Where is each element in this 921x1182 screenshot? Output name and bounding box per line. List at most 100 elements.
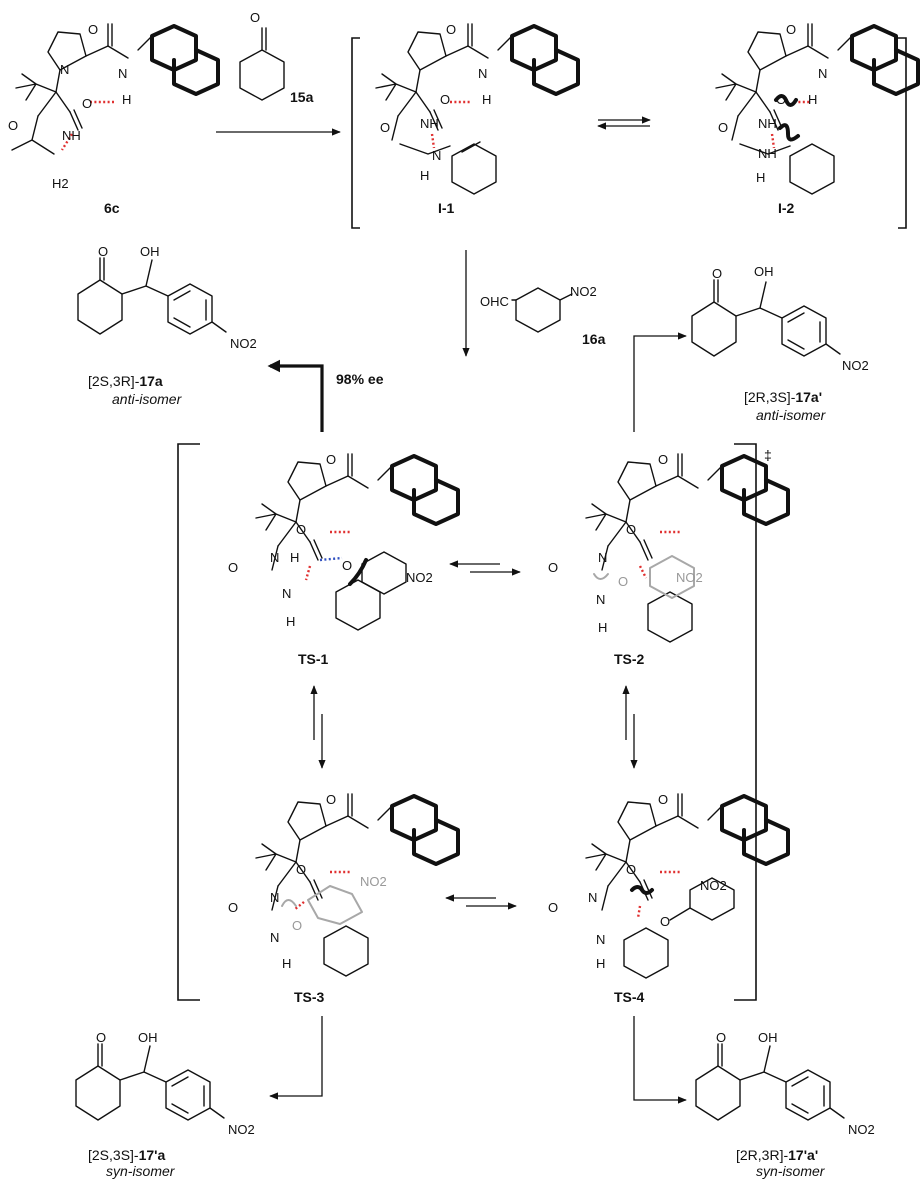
atom-O: O [776,92,786,107]
atom-O: O [440,92,450,107]
atom-O: O [228,560,238,575]
atom-N: N [818,66,827,81]
product-17-prime-a-structure [75,1043,225,1121]
atom-N: N [598,550,607,565]
atom-N: N [270,550,279,565]
transition-state-TS-3-label: TS-3 [294,989,325,1005]
atom-O: O [292,918,302,933]
intermediate-I-1-label: I-1 [438,200,455,216]
ts4-product-arrow [633,1016,687,1104]
ts3-product-arrow [269,1016,323,1100]
aldehyde-16a-ring [511,287,573,333]
nitro-group: NO2 [230,336,257,351]
aldehyde-16a-label: 16a [582,331,606,347]
transition-state-TS-2-structure [584,452,790,643]
atom-H: H [596,956,605,971]
atom-OH: OH [140,244,160,259]
ts-bracket-left [177,443,200,1001]
atom-O: O [626,522,636,537]
atom-O: O [326,792,336,807]
transition-state-TS-1-label: TS-1 [298,651,329,667]
atom-O: O [618,574,628,589]
atom-H: H [290,550,299,565]
atom-O: O [716,1030,726,1045]
ts-bracket-right [734,443,757,1001]
atom-O: O [88,22,98,37]
atom-O: O [718,120,728,135]
intermediate-I-2-label: I-2 [778,200,795,216]
product-17a-isomer: anti-isomer [112,391,183,407]
atom-H: H [282,956,291,971]
transition-state-dagger: ‡ [764,447,772,463]
atom-O: O [326,452,336,467]
bracket-left [351,37,360,229]
atom-N: N [596,932,605,947]
atom-N: N [118,66,127,81]
atom-O: O [82,96,92,111]
atom-O: O [548,900,558,915]
nitro-group: NO2 [676,570,703,585]
product-17a-prime-structure [691,279,841,357]
atom-O: O [296,862,306,877]
nitro-group: NO2 [406,570,433,585]
atom-O: O [658,452,668,467]
atom-O: O [380,120,390,135]
atom-N: N [588,890,597,905]
atom-N: N [60,62,69,77]
catalyst-label: 6c [104,200,120,216]
atom-O: O [660,914,670,929]
atom-OH: OH [758,1030,778,1045]
atom-O: O [96,1030,106,1045]
atom-OH: OH [138,1030,158,1045]
atom-O: O [548,560,558,575]
transition-state-TS-3-structure [254,792,460,977]
product-17-prime-a-prime-config: [2R,3R]-17'a' [736,1147,818,1163]
atom-N: N [432,148,441,163]
product-17a-config: [2S,3R]-17a [88,373,163,389]
selectivity-label: 98% ee [336,371,384,387]
atom-O: O [626,862,636,877]
catalyst-6c-structure [11,22,220,155]
atom-N: N [478,66,487,81]
transition-state-TS-4-label: TS-4 [614,989,645,1005]
nitro-group: NO2 [228,1122,255,1137]
transition-state-TS-2-label: TS-2 [614,651,645,667]
atom-O: O [228,900,238,915]
atom-O: O [250,10,260,25]
product-17-prime-a-prime-structure [695,1043,845,1121]
atom-H: H [286,614,295,629]
atom-NH: NH [758,146,777,161]
nitro-group: NO2 [360,874,387,889]
product-17a-prime-isomer: anti-isomer [756,407,827,423]
atom-OH: OH [754,264,774,279]
atom-O: O [446,22,456,37]
product-17-prime-a-isomer: syn-isomer [106,1163,176,1179]
ts2-product-arrow [633,332,687,432]
cyclohexanone-15a [239,27,285,101]
atom-O: O [98,244,108,259]
atom-O: O [342,558,352,573]
atom-H: H [808,92,817,107]
product-17a-prime-config: [2R,3S]-17a' [744,389,822,405]
atom-O: O [712,266,722,281]
nitro-group: NO2 [848,1122,875,1137]
atom-NH2: H2 [52,176,69,191]
nitro-group: NO2 [700,878,727,893]
atom-NH: NH [758,116,777,131]
atom-N: N [282,586,291,601]
atom-O: O [658,792,668,807]
product-17-prime-a-prime-isomer: syn-isomer [756,1163,826,1179]
atom-H: H [598,620,607,635]
atom-O: O [786,22,796,37]
product-17a-structure [77,257,227,335]
product-17-prime-a-config: [2S,3S]-17'a [88,1147,165,1163]
atom-O: O [8,118,18,133]
intermediate-I-2-structure [714,22,920,195]
bracket-right [898,37,907,229]
atom-NH: NH [420,116,439,131]
intermediate-I-1-structure [374,22,580,195]
atom-H: H [122,92,131,107]
atom-N: N [270,890,279,905]
nitro-group: NO2 [842,358,869,373]
